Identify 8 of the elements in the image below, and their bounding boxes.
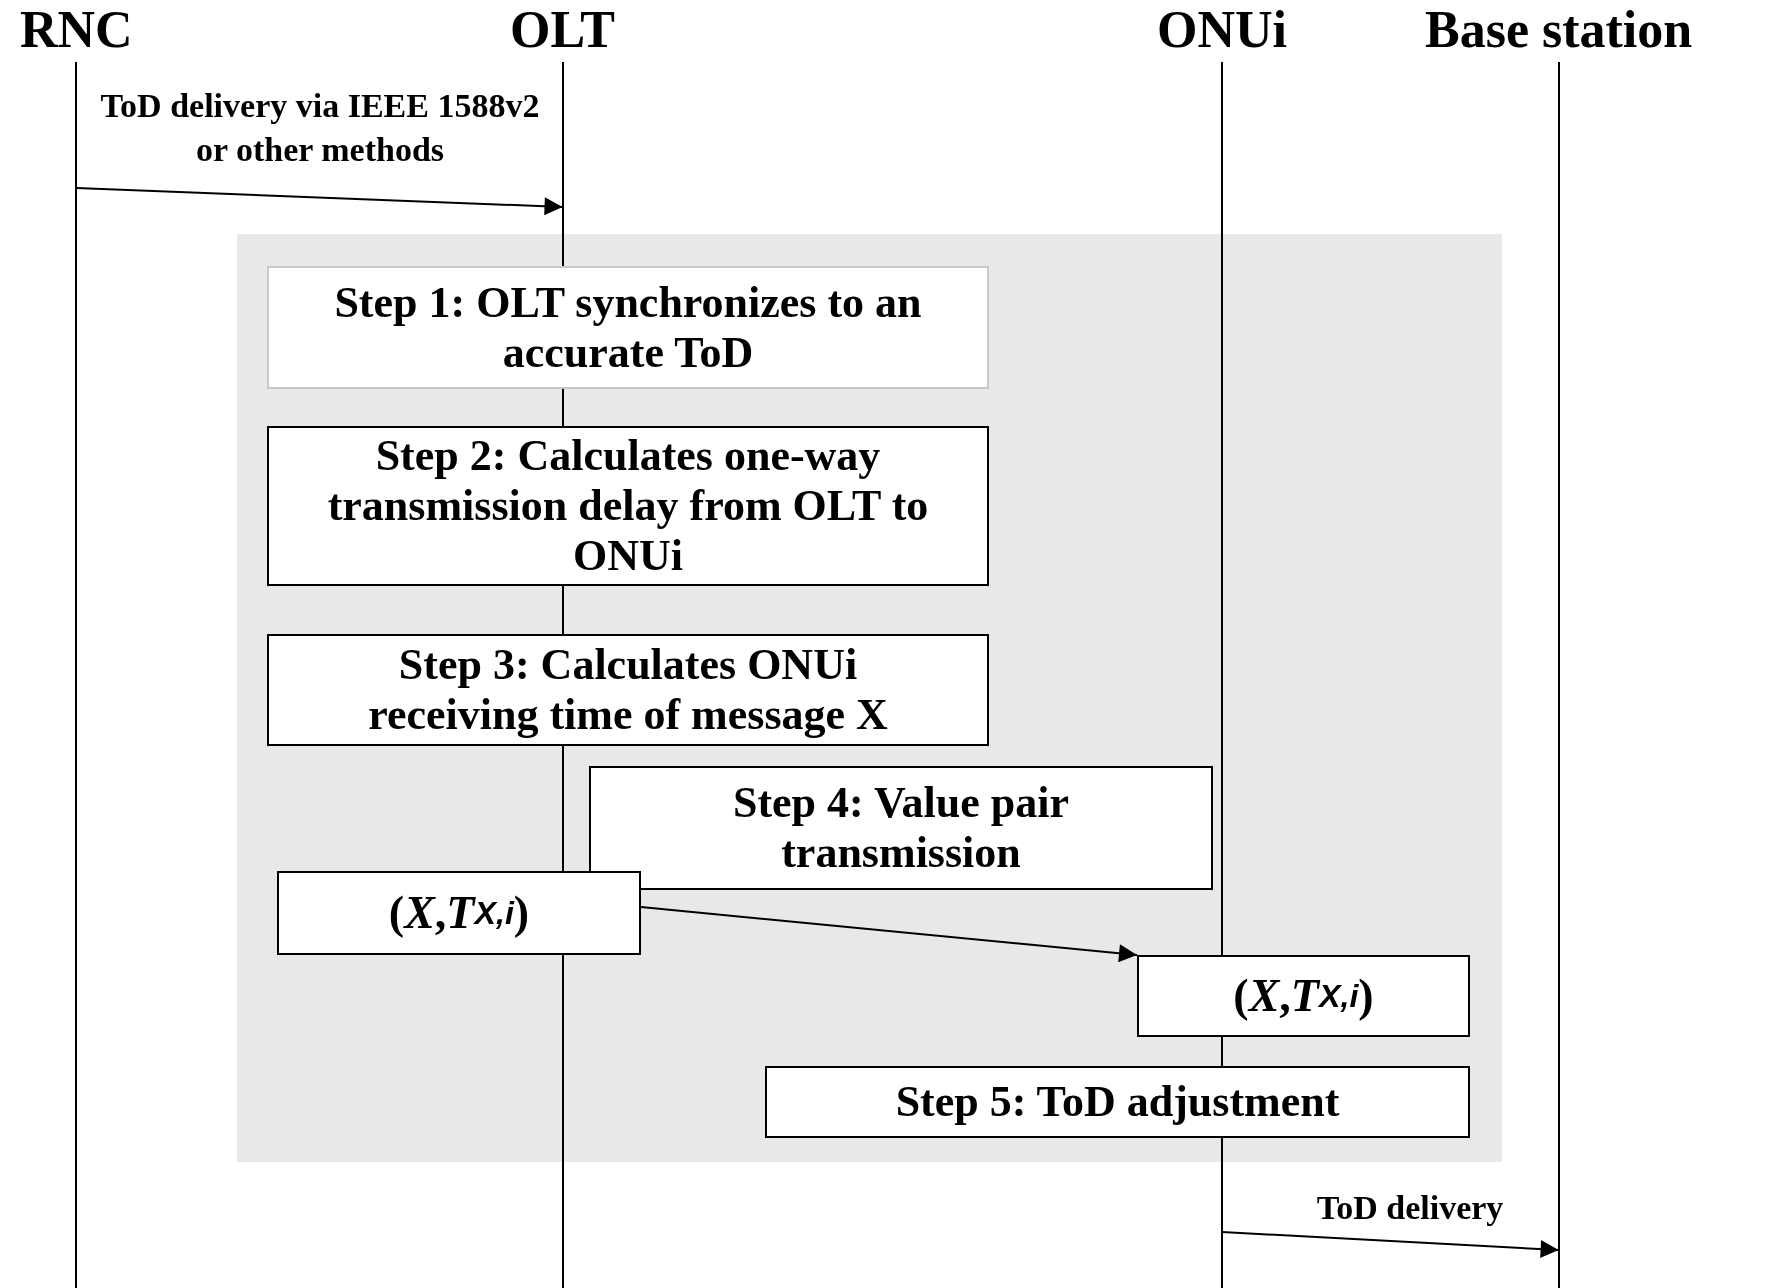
step-box: Step 2: Calculates one-way transmission delay from OLT to ONUi <box>267 426 989 586</box>
step-box: Step 5: ToD adjustment <box>765 1066 1470 1138</box>
step-box: Step 4: Value pair transmission <box>589 766 1213 890</box>
arrow <box>640 906 1138 963</box>
step-box: Step 3: Calculates ONUi receiving time of message X <box>267 634 989 746</box>
step-box: Step 1: OLT synchronizes to an accurate ToD <box>267 266 989 389</box>
edge-label: ToD delivery <box>1315 1188 1505 1228</box>
edge-label: ToD delivery via IEEE 1588v2 or other methods <box>100 86 540 170</box>
